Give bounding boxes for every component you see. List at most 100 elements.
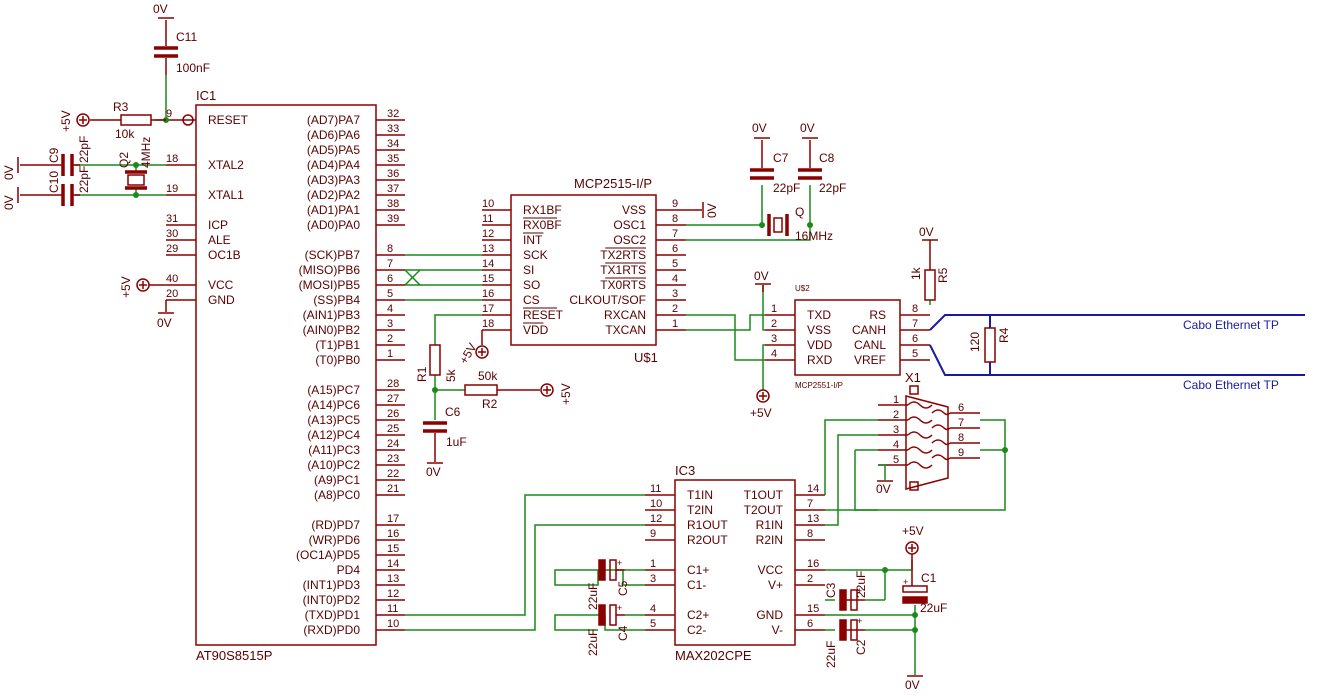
svg-text:+: + [617,558,622,568]
ic1-right-pin-number: 24 [387,438,399,450]
c1-value: 22uF [920,601,947,615]
ic1-right-pin-38: 38(AD1)PA1 [307,198,405,217]
db9-shell [905,395,949,490]
mcp2515-left-pin-number: 14 [482,258,494,270]
ic1-left-pin-label: ICP [208,218,228,232]
ic1-right-pin-24: 24(A11)PC3 [308,438,405,457]
ic1-right-pin-label: (RD)PD7 [311,518,360,532]
mcp2515-left-pin-number: 10 [482,198,494,210]
r2-resistor: 50k R2 +5V [464,369,573,411]
ic1-right-pin-label: (WR)PD6 [309,533,361,547]
r3-vcc-label: +5V [59,110,73,132]
mcp2515-left-pin-label: RX1BF [523,203,562,217]
ic1-right-pin-36: 36(AD3)PA3 [307,168,405,187]
mcp2551-gnd: 0V [754,269,771,292]
mcp2515-left-pin-label: CS [523,293,540,307]
x1-pin-2: 2 [878,409,933,424]
ic1-right-pin-label: (AD6)PA6 [307,128,360,142]
wires [75,75,1006,675]
ic1-right-pin-number: 34 [387,138,399,150]
r3-value: 10k [115,127,135,141]
c9-value: 22pF [77,136,91,163]
c5-value: 22uF [586,583,600,610]
mcp2515-left-pin-number: 16 [482,288,494,300]
mcp2515-right-pin-label: OSC1 [613,218,646,232]
cabo-label-top: Cabo Ethernet TP [1183,318,1279,332]
c1-capacitor: + C1 22uF [902,571,947,615]
mcp2515-left-pin-label: RESET [523,308,564,322]
max202-right-pin-label: VCC [758,563,784,577]
c11-name: C11 [176,30,197,44]
ic1-right-pin-26: 26(A13)PC5 [307,408,405,427]
mcp2551-left-pin-number: 2 [771,318,777,330]
ic1-right-pin-number: 33 [387,123,399,135]
ic1-left-pin-number: 30 [166,228,178,240]
db9-mount-bottom [909,481,919,491]
ic1-right-pin-number: 27 [387,393,399,405]
ic1-right-pin-number: 6 [387,273,393,285]
mcp2515-left-pin-number: 15 [482,273,494,285]
mcp2551-left-pin-number: 3 [771,333,777,345]
ic1-right-pin-number: 4 [387,303,393,315]
ic1-right-pin-number: 22 [387,468,399,480]
max202-right-pin-6: 6V- [772,618,825,637]
mcp2515-right-pin-number: 9 [672,198,678,210]
ic1-right-pin-2: 2(T1)PB1 [315,333,405,352]
ic1-left-pin-label: XTAL2 [208,158,244,172]
mcp2515-left-pin-label: VDD [523,323,549,337]
max202-left-pin-number: 1 [650,558,656,570]
can-bus: Cabo Ethernet TP Cabo Ethernet TP [929,314,1305,392]
ic1-right-pin-label: (A8)PC0 [314,488,360,502]
ic1-right-pin-label: (AD1)PA1 [307,203,360,217]
ic1-right-pin-6: 6(MOSI)PB5 [299,273,405,292]
c7-gnd: 0V [752,121,767,135]
mcp2515-right-pin-number: 3 [672,288,678,300]
max202-power-symbols: +5V 0V 0V [876,480,924,692]
r3-resistor: R3 10k +5V [59,100,166,141]
mcp2515-name: MCP2515-I/P [574,176,652,191]
mcp2515-left-pin-number: 18 [482,318,494,330]
ic1-right-pin-32: 32(AD7)PA7 [307,108,405,127]
ic1-right-pin-number: 10 [387,618,399,630]
ic1-body [195,104,377,646]
ic1-left-pin-number: 29 [166,243,178,255]
ic1-right-pin-number: 12 [387,588,399,600]
ic1-right-pin-number: 35 [387,153,399,165]
x1-pin-number: 5 [893,454,899,466]
c5-name: C5 [616,580,630,596]
mcp2515-left-pin-number: 17 [482,303,494,315]
q-value: 16MHz [795,229,833,243]
ic1-right-pin-number: 8 [387,243,393,255]
q-name: Q [795,205,804,219]
c6-capacitor: C6 1uF 0V [423,405,467,479]
c11-gnd: 0V [153,2,168,16]
mcp2551-left-pin-number: 1 [771,303,777,315]
x1-pin-5: 5 [878,454,933,469]
ic1-right-pin-37: 37(AD2)PA2 [307,183,405,202]
mcp2551-right-pin-label: RS [869,308,886,322]
x1-pin-8: 8 [931,432,980,446]
ic1-right-pin-23: 23(A10)PC2 [307,453,405,472]
ic1-right-pin-39: 39(AD0)PA0 [307,213,405,232]
ic1-right-pin-label: (A12)PC4 [307,428,360,442]
